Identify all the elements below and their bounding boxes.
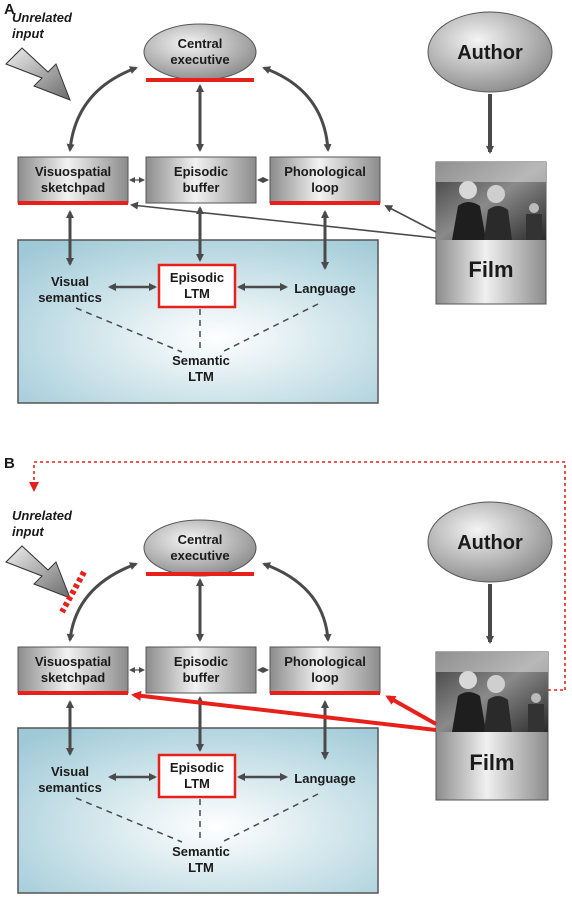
episodic-ltm-label-2: LTM xyxy=(184,286,210,301)
unrelated-input-arrow-icon xyxy=(5,47,71,101)
feedback-loop-arrowhead-icon xyxy=(29,482,39,492)
episodic-ltm-label: Episodic xyxy=(170,270,224,285)
language-label: Language xyxy=(294,281,355,296)
visual-semantics-label-2: semantics xyxy=(38,780,102,795)
ce-vs-arrow xyxy=(66,562,138,642)
author-node xyxy=(427,11,553,93)
episodic-ltm-box xyxy=(157,753,237,799)
ce-pl-arrow xyxy=(262,66,332,152)
central-executive-label-2: executive xyxy=(170,52,229,67)
episodic-buffer-box xyxy=(145,646,257,694)
central-executive-label-2: executive xyxy=(170,548,229,563)
semantic-ltm-label-2: LTM xyxy=(188,369,214,384)
visual-semantics-label: Visual xyxy=(51,764,89,779)
unrelated-input-label-2: input xyxy=(12,26,44,41)
phonological-label: Phonological xyxy=(284,654,366,669)
phonological-label-2: loop xyxy=(311,670,338,685)
episodic-buffer-label-2: buffer xyxy=(183,180,220,195)
semantic-ltm-label-2: LTM xyxy=(188,860,214,875)
film-label: Film xyxy=(468,257,513,282)
unrelated-input-arrow-icon xyxy=(5,545,71,599)
visuospatial-label: Visuospatial xyxy=(35,164,111,179)
phonological-loop-box xyxy=(269,156,381,204)
semantic-ltm-label: Semantic xyxy=(172,844,230,859)
episodic-buffer-label: Episodic xyxy=(174,164,228,179)
film-pl-arrow xyxy=(384,205,437,233)
semantic-ltm-label: Semantic xyxy=(172,353,230,368)
film-still-image xyxy=(436,652,548,732)
film-vs-red-arrow xyxy=(131,690,437,732)
language-sltm-dash xyxy=(221,303,319,353)
phonological-label-2: loop xyxy=(311,180,338,195)
film-vs-arrow xyxy=(130,201,437,239)
vsem-sltm-dash xyxy=(75,797,183,843)
visual-semantics-label-2: semantics xyxy=(38,290,102,305)
film-label: Film xyxy=(469,750,514,775)
episodic-buffer-label: Episodic xyxy=(174,654,228,669)
visuospatial-sketchpad-box xyxy=(17,646,129,694)
episodic-buffer-box xyxy=(145,156,257,204)
author-label: Author xyxy=(457,42,523,64)
central-executive-label: Central xyxy=(178,532,223,547)
film-still-image xyxy=(436,162,546,240)
panel-label: B xyxy=(4,455,15,472)
unrelated-input-label-2: input xyxy=(12,524,44,539)
episodic-ltm-box xyxy=(157,263,237,309)
episodic-buffer-label-2: buffer xyxy=(183,670,220,685)
visuospatial-sketchpad-box xyxy=(17,156,129,204)
episodic-ltm-label-2: LTM xyxy=(184,776,210,791)
ce-vs-arrow xyxy=(66,66,138,152)
unrelated-input-label: Unrelated xyxy=(12,508,73,523)
visuospatial-label: Visuospatial xyxy=(35,654,111,669)
visuospatial-label-2: sketchpad xyxy=(41,180,105,195)
language-sltm-dash xyxy=(221,793,319,843)
central-executive-label: Central xyxy=(178,36,223,51)
panel-a: A Unrelated input Central executive Visu… xyxy=(4,1,553,404)
episodic-ltm-label: Episodic xyxy=(170,760,224,775)
unrelated-input-label: Unrelated xyxy=(12,10,73,25)
visual-semantics-label: Visual xyxy=(51,274,89,289)
phonological-label: Phonological xyxy=(284,164,366,179)
author-node xyxy=(427,501,553,583)
language-label: Language xyxy=(294,771,355,786)
author-label: Author xyxy=(457,532,523,554)
film-pl-red-arrow xyxy=(385,695,437,726)
ce-pl-arrow xyxy=(262,562,332,642)
visuospatial-label-2: sketchpad xyxy=(41,670,105,685)
panel-label: A xyxy=(4,1,15,18)
panel-b: B Unrelated input Central executive Visu… xyxy=(4,455,566,894)
vsem-sltm-dash xyxy=(75,307,183,353)
feedback-loop-dotted xyxy=(33,461,566,690)
